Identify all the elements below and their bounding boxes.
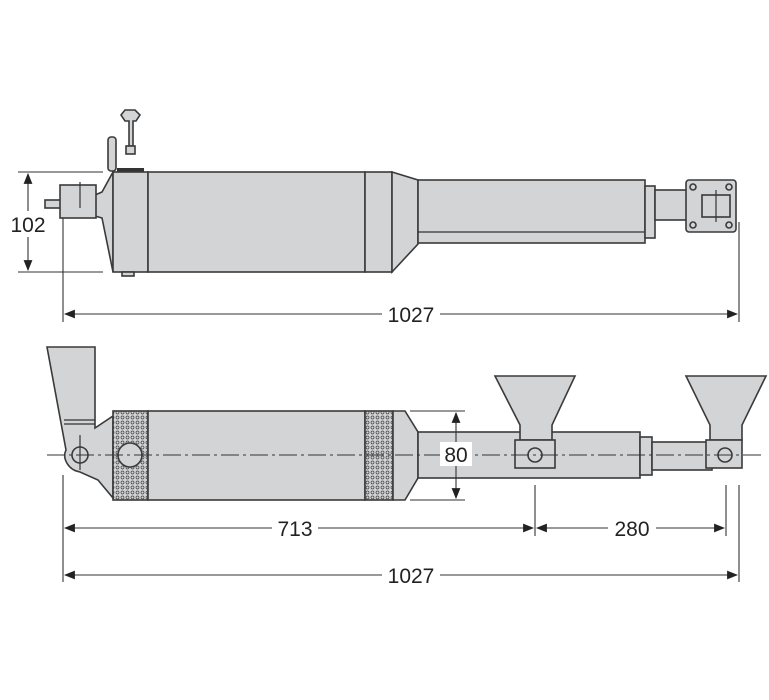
motor-cap [112,171,149,273]
rear-bracket [684,375,768,469]
neck [94,171,114,273]
dimension-span-b: 280 [614,518,649,541]
cone [391,170,419,275]
bottom-view: 80 713 280 1027 [46,346,768,588]
gear-section [364,171,393,273]
top-view: 102 1027 [6,109,740,327]
dimension-height-bottom: 80 [444,444,467,467]
key-icon [120,109,142,155]
dimension-length-bottom: 1027 [388,565,435,588]
dimension-length-top: 1027 [388,304,435,327]
front-clevis [59,184,97,219]
cover-flap [107,136,117,172]
dimension-height-top: 102 [10,214,45,237]
motor-body [147,171,366,273]
pivot-pin [44,199,62,209]
lock-cap [117,168,144,173]
piston-tube [417,179,646,244]
piston-rod-side [651,441,713,471]
dimension-span-a: 713 [277,518,312,541]
mounting-arm [46,346,114,501]
